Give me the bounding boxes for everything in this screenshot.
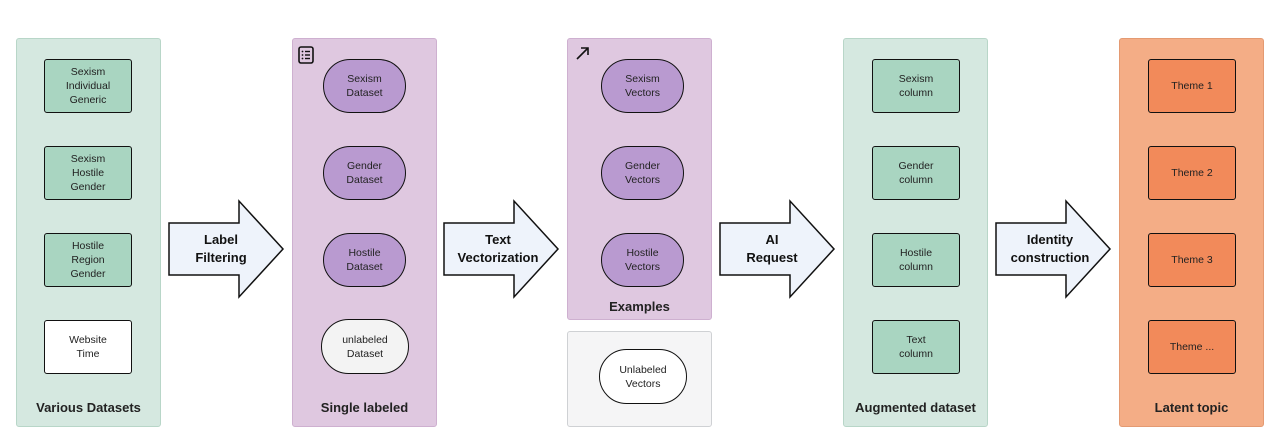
theme-node: Theme ... bbox=[1148, 320, 1236, 374]
single-dataset-node: Gender Dataset bbox=[323, 146, 406, 200]
arrow-label-line: Text bbox=[485, 232, 511, 247]
dataset-node: Sexism Individual Generic bbox=[44, 59, 132, 113]
single-dataset-node: unlabeled Dataset bbox=[321, 319, 409, 374]
panel-title: Augmented dataset bbox=[855, 400, 976, 415]
dataset-node: Hostile Region Gender bbox=[44, 233, 132, 287]
dataset-node: Website Time bbox=[44, 320, 132, 374]
augmented-column-node: Text column bbox=[872, 320, 960, 374]
arrow-label-line: Filtering bbox=[195, 250, 247, 265]
panel-title: Latent topic bbox=[1154, 400, 1229, 415]
panel-title: Examples bbox=[609, 299, 670, 314]
arrow-label-line: construction bbox=[1010, 250, 1090, 265]
panel-title: Single labeled bbox=[320, 400, 409, 415]
arrow-ai-request bbox=[719, 199, 836, 299]
arrow-label-line: Label bbox=[204, 232, 238, 247]
augmented-column-node: Hostile column bbox=[872, 233, 960, 287]
example-vector-node: Gender Vectors bbox=[601, 146, 684, 200]
theme-node: Theme 3 bbox=[1148, 233, 1236, 287]
arrow-label: AI Request bbox=[719, 223, 825, 275]
arrow-up-right-icon bbox=[576, 47, 589, 60]
arrow-label-line: Vectorization bbox=[457, 250, 539, 265]
example-vector-node: Hostile Vectors bbox=[601, 233, 684, 287]
arrow-label-line: Request bbox=[746, 250, 798, 265]
arrow-label: Text Vectorization bbox=[446, 223, 550, 275]
theme-node: Theme 2 bbox=[1148, 146, 1236, 200]
arrow-label-line: AI bbox=[765, 232, 779, 247]
dataset-node: Sexism Hostile Gender bbox=[44, 146, 132, 200]
unlabeled-vector-node: Unlabeled Vectors bbox=[599, 349, 687, 404]
arrow-label: Label Filtering bbox=[168, 223, 274, 275]
theme-node: Theme 1 bbox=[1148, 59, 1236, 113]
list-icon bbox=[298, 46, 314, 64]
single-dataset-node: Hostile Dataset bbox=[323, 233, 406, 287]
arrow-text-vectorization bbox=[443, 199, 560, 299]
arrow-label: Identity construction bbox=[997, 223, 1103, 275]
arrow-label-line: Identity bbox=[1026, 232, 1074, 247]
arrow-identity-construction bbox=[995, 199, 1112, 299]
example-vector-node: Sexism Vectors bbox=[601, 59, 684, 113]
augmented-column-node: Gender column bbox=[872, 146, 960, 200]
panel-title: Various Datasets bbox=[36, 400, 141, 415]
augmented-column-node: Sexism column bbox=[872, 59, 960, 113]
single-dataset-node: Sexism Dataset bbox=[323, 59, 406, 113]
arrow-label-filtering bbox=[168, 199, 285, 299]
